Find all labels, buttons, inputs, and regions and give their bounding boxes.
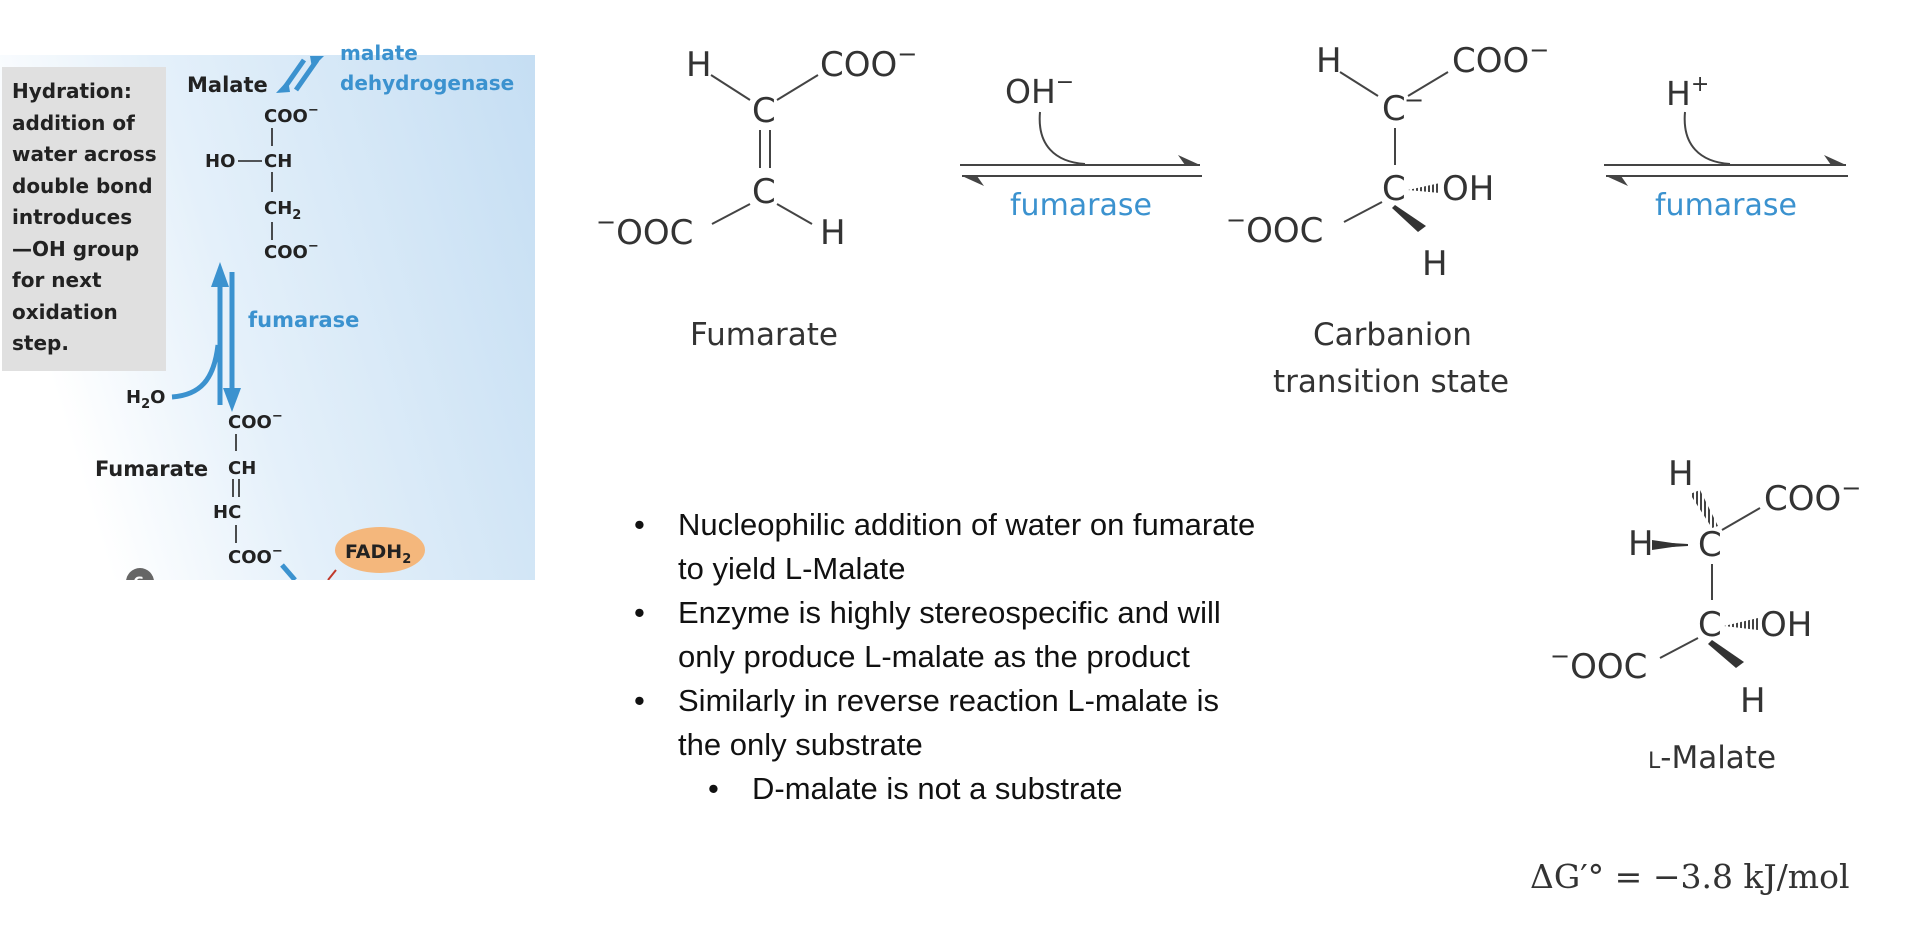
svg-text:COO−: COO− [1764, 474, 1861, 519]
fumarase-cycle-label: fumarase [248, 308, 359, 332]
carbanion-structure: H C − COO− C OH H −OOC [1226, 36, 1549, 284]
water-label: H2O [126, 387, 165, 412]
bullet-item: Nucleophilic addition of water on fumara… [630, 503, 1390, 591]
hydration-description: Hydration: addition of water across doub… [12, 79, 157, 355]
l-malate-name: L-Malate [1648, 740, 1776, 776]
svg-text:H: H [1316, 41, 1342, 81]
fumarate-name: Fumarate [690, 317, 838, 353]
fumarate-coo-bottom: COO− [228, 544, 283, 568]
sub-bullet-item: D-malate is not a substrate [630, 767, 1390, 811]
fadh2-label: FADH2 [345, 541, 411, 567]
fumarase-enzyme-1: fumarase [1010, 188, 1152, 223]
hydroxide-label: OH− [1005, 70, 1074, 111]
svg-text:−OOC: −OOC [596, 208, 693, 253]
delta-g-value: ΔG′° = −3.8 kJ/mol [1530, 857, 1850, 896]
svg-text:OH: OH [1760, 605, 1812, 645]
fumarate-ch: CH [228, 458, 256, 479]
fumarate-cycle-label: Fumarate [95, 457, 208, 481]
malate-coo-top: COO− [264, 103, 319, 127]
proton-label: H+ [1666, 72, 1709, 113]
svg-text:C: C [1698, 605, 1722, 645]
svg-text:H: H [1628, 524, 1654, 564]
water-inflow-arrow [171, 344, 221, 400]
svg-text:COO−: COO− [1452, 36, 1549, 81]
hydration-box [2, 67, 166, 371]
malate-ch2: CH2 [264, 198, 301, 223]
fumarate-structure: H C COO− C −OOC H [596, 40, 917, 253]
malate-ho: HO [205, 151, 235, 172]
svg-text:C: C [752, 91, 776, 131]
svg-text:H: H [1422, 244, 1448, 284]
fadh2-bubble [335, 527, 425, 573]
carbanion-name-1: Carbanion [1313, 317, 1472, 353]
fadh2-arrow [327, 569, 337, 581]
malate-ch: CH [264, 151, 292, 172]
fumarate-coo-top: COO− [228, 409, 283, 433]
svg-text:H: H [820, 213, 846, 253]
l-malate-structure: H H C COO− C OH H −OOC [1550, 454, 1861, 721]
equilibrium-arrow-2: H+ fumarase [1604, 72, 1848, 223]
fumarate-hc: HC [213, 502, 241, 523]
malate-dehydrogenase-label: dehydrogenase [340, 71, 514, 95]
bullet-list: Nucleophilic addition of water on fumara… [630, 503, 1390, 811]
svg-text:H: H [1668, 454, 1694, 494]
citric-cycle-panel: Malate malate dehydrogenase COO− HO CH C… [0, 41, 540, 610]
svg-text:−: − [1404, 86, 1424, 114]
svg-text:C: C [752, 172, 776, 212]
equilibrium-arrow-1: OH− fumarase [960, 70, 1202, 223]
svg-text:−OOC: −OOC [1226, 206, 1323, 251]
cycle-arrow-bottom [280, 563, 297, 582]
svg-text:C: C [1382, 169, 1406, 209]
svg-text:H: H [686, 45, 712, 85]
svg-text:−OOC: −OOC [1550, 642, 1647, 687]
svg-text:C: C [1698, 525, 1722, 565]
svg-text:C: C [1382, 89, 1406, 129]
bullet-item: Similarly in reverse reaction L-malate i… [630, 679, 1390, 767]
malate-dehydrogenase-label-top: malate [340, 41, 418, 65]
svg-text:OH: OH [1442, 169, 1494, 209]
svg-text:H: H [1740, 681, 1766, 721]
malate-coo-bottom: COO− [264, 239, 319, 263]
fumarase-enzyme-2: fumarase [1655, 188, 1797, 223]
svg-text:COO−: COO− [820, 40, 917, 85]
bullet-item: Enzyme is highly stereospecific and will… [630, 591, 1390, 679]
carbanion-name-2: transition state [1273, 364, 1509, 400]
malate-label: Malate [187, 73, 268, 97]
